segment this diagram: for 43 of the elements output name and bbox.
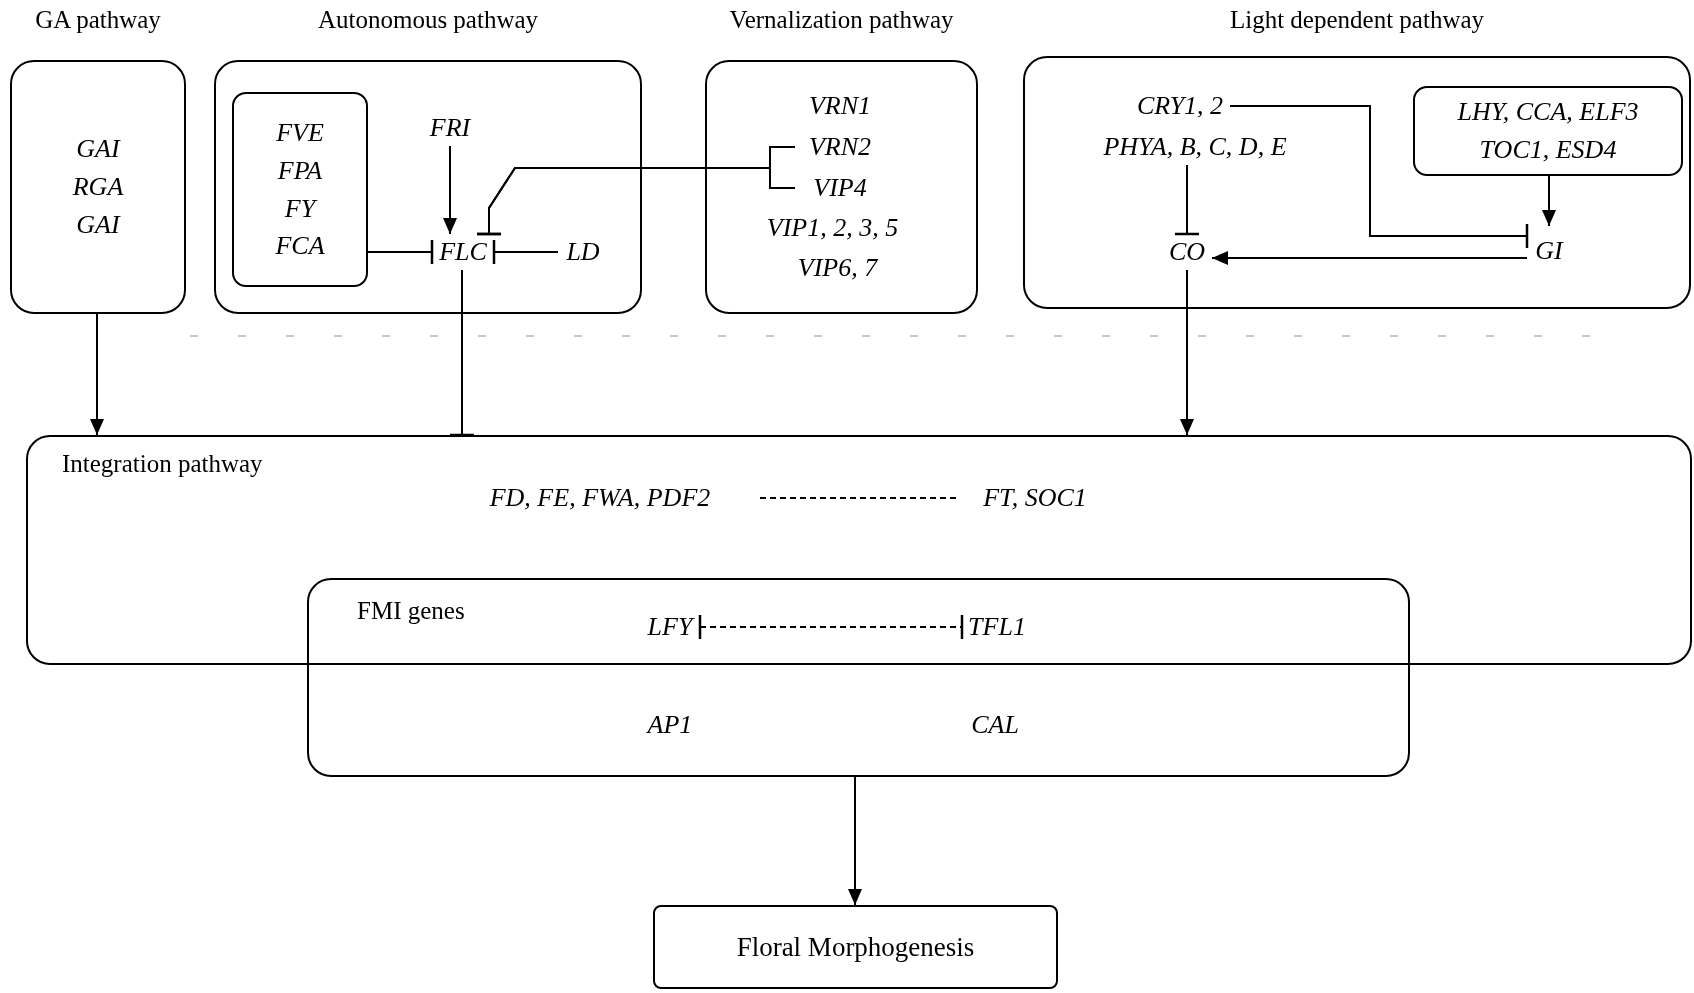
gene-label: VIP1, 2, 3, 5	[745, 210, 920, 246]
gene-label: LFY	[640, 609, 700, 645]
arrow	[1542, 175, 1556, 227]
gene-label: FD, FE, FWA, PDF2	[440, 480, 760, 516]
arrow	[1211, 251, 1528, 265]
gene-group-box	[232, 92, 368, 287]
gene-label: PHYA, B, C, D, E	[1060, 129, 1330, 165]
inhibition-line	[367, 238, 434, 266]
outcome-box: Floral Morphogenesis	[653, 905, 1058, 989]
gene-label: VIP4	[795, 170, 885, 206]
gene-label: AP1	[640, 707, 700, 743]
gene-label: VIP6, 7	[780, 250, 895, 286]
gene-label: CRY1, 2	[1130, 88, 1230, 124]
inhibition-line	[698, 613, 964, 641]
gene-label: VRN2	[795, 129, 885, 165]
gene-label: CAL	[960, 707, 1030, 743]
inhibition-line	[1229, 105, 1529, 250]
pathway-title: GA pathway	[35, 5, 161, 35]
gene-label: GI	[1527, 226, 1571, 276]
arrow	[443, 145, 457, 235]
gene-label: FRI	[420, 110, 480, 146]
pathway-title: Autonomous pathway	[317, 5, 539, 35]
gene-list: FVE FPA FY FCA	[265, 114, 335, 265]
gene-label: LD	[558, 234, 608, 270]
arrow	[90, 313, 104, 436]
gene-group-box	[1413, 86, 1683, 176]
gene-label: CO	[1162, 234, 1212, 270]
arrow	[1180, 269, 1194, 436]
pathway-title: Vernalization pathway	[729, 5, 954, 35]
pathway-title: Light dependent pathway	[1229, 5, 1485, 35]
inhibition-line	[492, 238, 559, 266]
pathway-title: Integration pathway	[62, 449, 263, 479]
gene-list: GAI RGA GAI	[58, 130, 138, 244]
inhibition-line	[475, 167, 796, 236]
gene-list: LHY, CCA, ELF3 TOC1, ESD4	[1435, 93, 1661, 169]
inhibition-line	[448, 269, 476, 437]
arrow	[848, 776, 862, 906]
gene-label: FLC	[432, 234, 494, 270]
pathway-title: FMI genes	[357, 596, 465, 626]
gene-label: FT, SOC1	[960, 480, 1110, 516]
gene-label: VRN1	[790, 88, 890, 124]
inhibition-line	[1173, 164, 1201, 236]
gene-label: TFL1	[962, 609, 1032, 645]
